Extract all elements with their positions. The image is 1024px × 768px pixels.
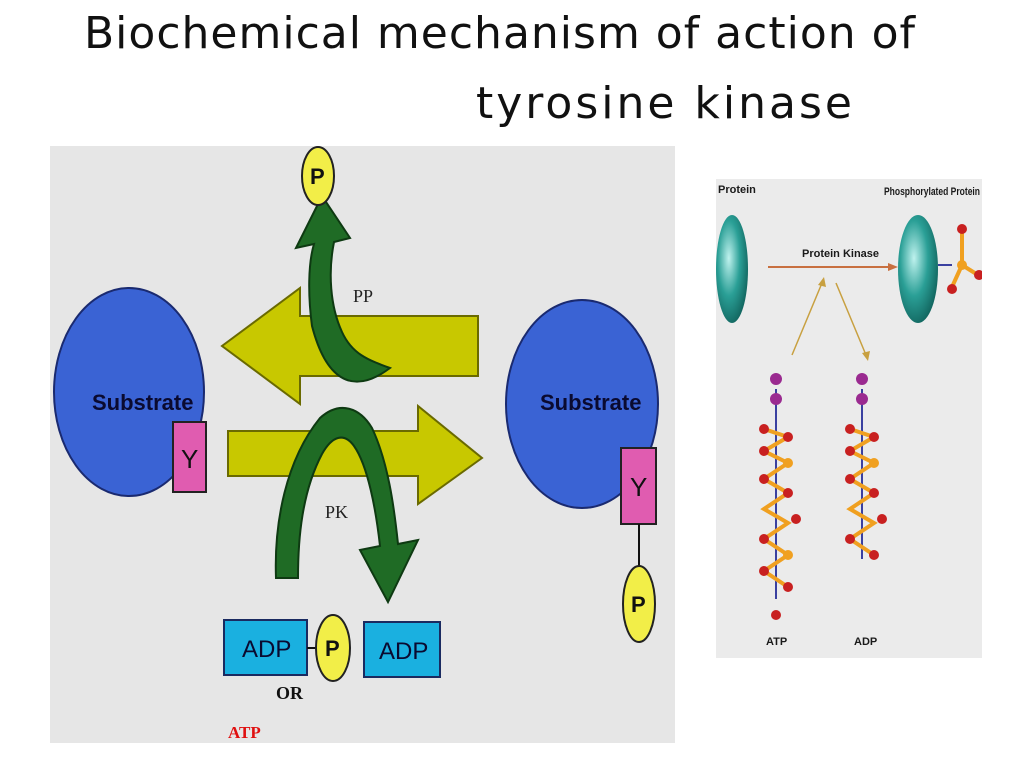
phosphate-top-label: P <box>310 164 325 189</box>
adp-output-arrowhead <box>862 351 870 361</box>
adp-right-label: ADP <box>379 638 428 665</box>
adp-molecule-icon <box>845 373 887 560</box>
kinase-arrowhead <box>888 263 898 271</box>
tyrosine-right-label: Y <box>630 472 647 502</box>
substrate-left-label: Substrate <box>92 390 193 415</box>
tyrosine-right-box <box>620 447 657 525</box>
protein-label: Protein <box>718 184 756 196</box>
atp-input-arrow <box>791 282 823 356</box>
attached-phosphate-icon <box>947 224 982 294</box>
substrate-left-circle <box>53 287 205 497</box>
phosphorylation-cycle-svg: Substrate Y Substrate Y P P PP PK ADP P … <box>53 146 659 742</box>
protein-kinase-label: Protein Kinase <box>802 248 879 260</box>
atp-molecule-icon <box>759 373 801 620</box>
phosphate-bottom-circle <box>315 614 351 682</box>
atp-label: ATP <box>228 723 261 742</box>
phosphate-top-circle <box>301 146 335 206</box>
phosphatase-label: PP <box>353 286 373 306</box>
tyrosine-left-box <box>172 421 207 493</box>
slide-title-line-1: Biochemical mechanism of action of <box>84 8 917 59</box>
arrow-right-phosphorylation <box>227 403 484 506</box>
phosphate-bottom-label: P <box>325 636 340 661</box>
slide-title-line-2: tyrosine kinase <box>476 78 855 129</box>
kinase-label: PK <box>325 502 348 522</box>
phosphate-right-circle <box>622 565 656 643</box>
green-arrow-phosphatase <box>294 194 393 383</box>
protein-kinase-svg: Protein Phosphorylated Protein Protein K… <box>716 184 982 648</box>
tyrosine-left-label: Y <box>181 444 198 474</box>
atp-input-arrowhead <box>818 277 826 287</box>
phosphorylated-protein-label: Phosphorylated Protein <box>884 186 980 198</box>
green-arrow-kinase <box>274 407 420 605</box>
adp-left-label: ADP <box>242 636 291 663</box>
adp-right-box <box>363 621 441 678</box>
adp-small-label: ADP <box>854 636 877 648</box>
substrate-right-label: Substrate <box>540 390 641 415</box>
atp-small-label: ATP <box>766 636 787 648</box>
adp-output-arrow <box>835 282 867 356</box>
phosphate-right-label: P <box>631 592 646 617</box>
or-label: OR <box>276 683 304 703</box>
phosphorylated-protein-shape <box>898 215 938 323</box>
phosphorylation-cycle-diagram: Substrate Y Substrate Y P P PP PK ADP P … <box>50 146 675 743</box>
protein-kinase-diagram: Protein Phosphorylated Protein Protein K… <box>716 179 982 658</box>
protein-shape <box>716 215 748 323</box>
